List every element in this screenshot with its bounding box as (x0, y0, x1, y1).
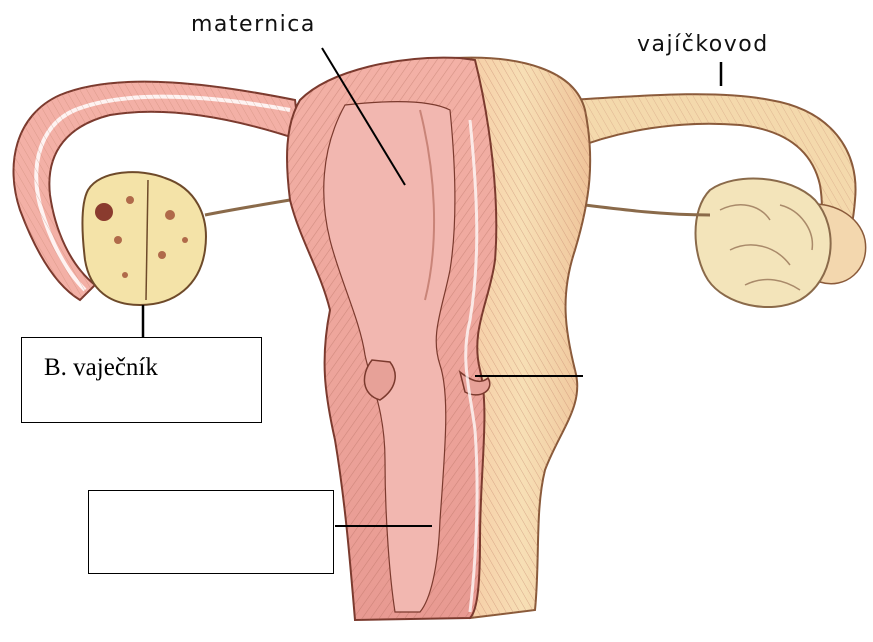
answer-box-1[interactable] (88, 490, 334, 574)
ovary-label-text: B. vaječník (44, 354, 158, 382)
fallopian-tube-label: vajíčkovod (637, 32, 769, 57)
uterus-label: maternica (191, 12, 316, 37)
right-ovary (585, 179, 831, 308)
left-ovary (82, 172, 290, 305)
